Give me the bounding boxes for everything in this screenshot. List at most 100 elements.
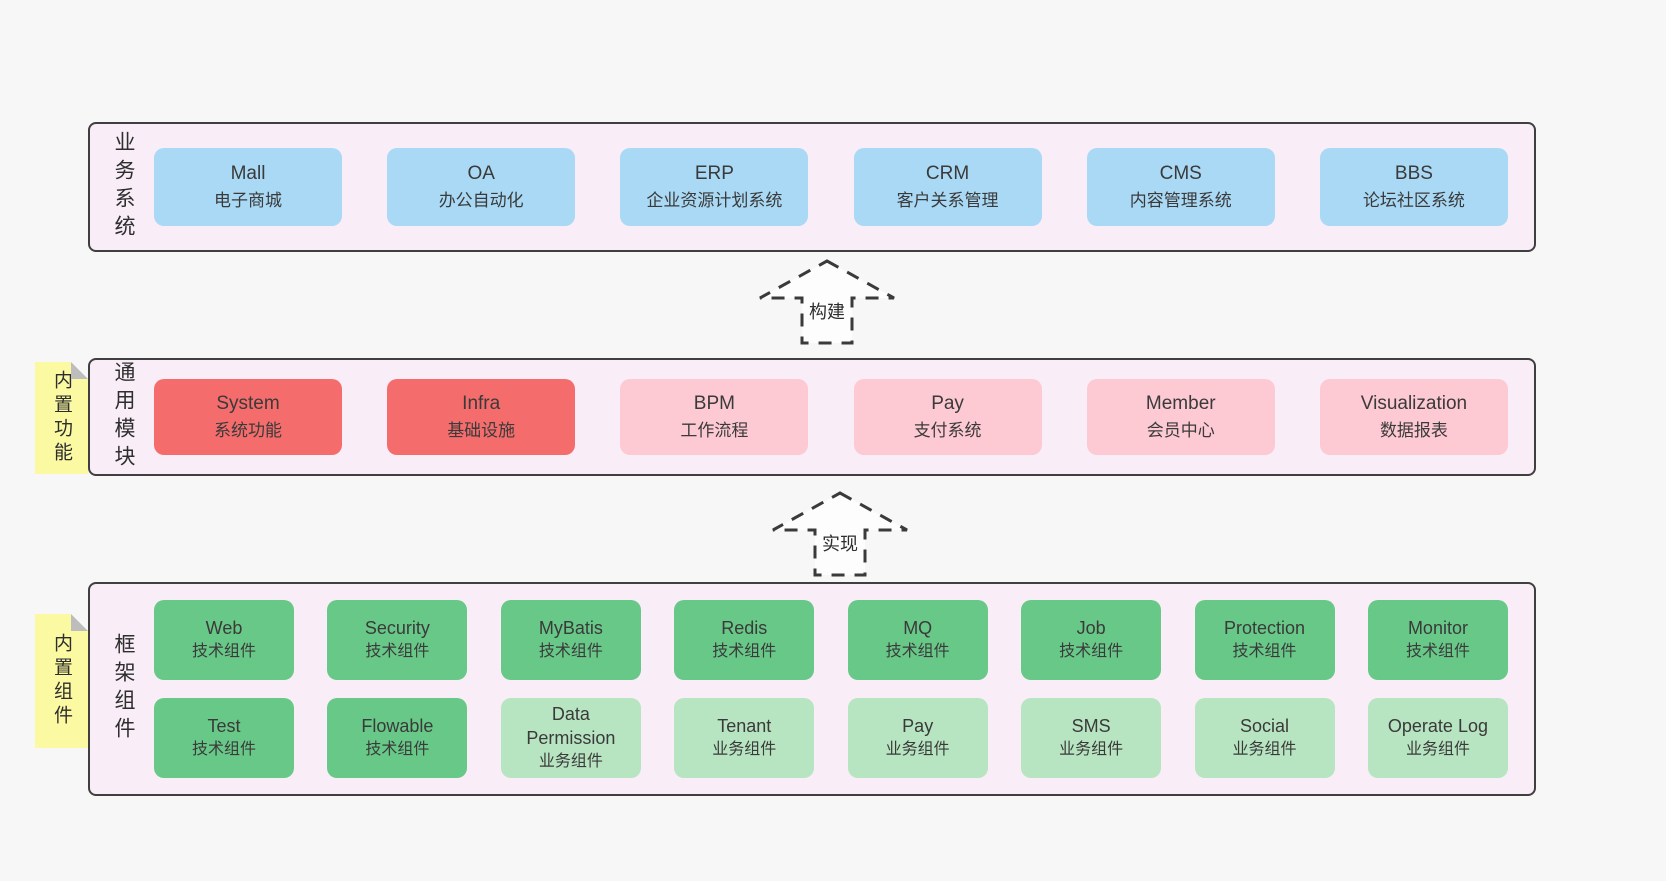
box-sms: SMS 业务组件 (1021, 698, 1162, 778)
box-member-name: Member (1145, 393, 1216, 415)
box-cms: CMS 内容管理系统 (1086, 148, 1275, 226)
box-protection-name: Protection (1224, 617, 1306, 638)
box-flowable-name: Flowable (361, 715, 434, 736)
business-systems-boxes: Mall 电子商城 OA 办公自动化 ERP 企业资源计划系统 CRM 客户关系… (154, 148, 1508, 226)
box-data-permission: Data Permission 业务组件 (500, 698, 641, 778)
band-label-framework-components: 框架组件 (112, 633, 135, 745)
box-pay-component-desc: 业务组件 (885, 741, 950, 759)
box-operate-log: Operate Log 业务组件 (1367, 698, 1508, 778)
box-bpm-desc: 工作流程 (680, 420, 749, 440)
box-test-desc: 技术组件 (191, 741, 256, 759)
box-infra: Infra 基础设施 (387, 379, 576, 455)
box-monitor-desc: 技术组件 (1405, 643, 1470, 661)
box-erp-name: ERP (694, 163, 734, 185)
box-security-desc: 技术组件 (365, 643, 430, 661)
box-web-desc: 技术组件 (191, 643, 256, 661)
build-arrow: 构建 (755, 258, 899, 346)
box-job: Job 技术组件 (1021, 600, 1162, 680)
box-mq-desc: 技术组件 (885, 643, 950, 661)
sticky-note-built-in-components-label: 内置组件 (51, 633, 72, 729)
box-pay-module-name: Pay (931, 393, 964, 415)
box-pay-component: Pay 业务组件 (847, 698, 988, 778)
box-cms-desc: 内容管理系统 (1129, 190, 1232, 210)
sticky-note-built-in-features-label: 内置功能 (51, 370, 72, 466)
box-sms-name: SMS (1071, 715, 1111, 736)
band-business-systems: 业务系统 Mall 电子商城 OA 办公自动化 ERP 企业资源计划系统 CRM… (88, 122, 1536, 252)
box-data-permission-name: Data Permission (526, 704, 616, 748)
box-operate-log-desc: 业务组件 (1405, 741, 1470, 759)
box-bbs-name: BBS (1394, 163, 1433, 185)
box-oa-name: OA (467, 163, 495, 185)
box-monitor: Monitor 技术组件 (1367, 600, 1508, 680)
box-crm: CRM 客户关系管理 (853, 148, 1042, 226)
box-mybatis-name: MyBatis (538, 617, 603, 638)
box-protection-desc: 技术组件 (1232, 643, 1297, 661)
box-bbs-desc: 论坛社区系统 (1362, 190, 1465, 210)
box-erp-desc: 企业资源计划系统 (646, 190, 783, 210)
band-common-modules: 通用模块 System 系统功能 Infra 基础设施 BPM 工作流程 Pay… (88, 358, 1536, 476)
box-data-permission-desc: 业务组件 (538, 752, 603, 770)
common-modules-boxes: System 系统功能 Infra 基础设施 BPM 工作流程 Pay 支付系统… (154, 379, 1508, 455)
box-flowable: Flowable 技术组件 (327, 698, 468, 778)
framework-components-row-2: Test 技术组件 Flowable 技术组件 Data Permission … (154, 698, 1508, 778)
box-tenant: Tenant 业务组件 (674, 698, 815, 778)
box-social: Social 业务组件 (1194, 698, 1335, 778)
framework-components-rows: Web 技术组件 Security 技术组件 MyBatis 技术组件 Redi… (154, 600, 1508, 778)
band-framework-components: 框架组件 Web 技术组件 Security 技术组件 MyBatis 技术组件… (88, 582, 1536, 796)
box-protection: Protection 技术组件 (1194, 600, 1335, 680)
box-security: Security 技术组件 (327, 600, 468, 680)
box-redis-desc: 技术组件 (712, 643, 777, 661)
box-visualization-name: Visualization (1360, 393, 1468, 415)
box-infra-desc: 基础设施 (447, 420, 516, 440)
framework-components-row-1: Web 技术组件 Security 技术组件 MyBatis 技术组件 Redi… (154, 600, 1508, 680)
implement-arrow-label: 实现 (819, 530, 861, 556)
box-social-name: Social (1240, 715, 1290, 736)
box-bpm: BPM 工作流程 (620, 379, 809, 455)
box-tenant-desc: 业务组件 (712, 741, 777, 759)
box-social-desc: 业务组件 (1232, 741, 1297, 759)
build-arrow-label: 构建 (806, 298, 848, 324)
box-test: Test 技术组件 (154, 698, 294, 778)
box-mybatis: MyBatis 技术组件 (500, 600, 641, 680)
sticky-note-built-in-components: 内置组件 (35, 614, 88, 748)
box-system-desc: 系统功能 (214, 420, 282, 440)
box-pay-component-name: Pay (902, 715, 934, 736)
box-crm-name: CRM (925, 163, 970, 185)
box-member: Member 会员中心 (1086, 379, 1275, 455)
box-mall-desc: 电子商城 (214, 190, 282, 210)
box-visualization-desc: 数据报表 (1379, 420, 1448, 440)
box-infra-name: Infra (462, 393, 501, 415)
box-sms-desc: 业务组件 (1059, 741, 1124, 759)
box-mall: Mall 电子商城 (154, 148, 342, 226)
box-tenant-name: Tenant (717, 715, 772, 736)
box-mybatis-desc: 技术组件 (538, 643, 603, 661)
box-system: System 系统功能 (154, 379, 342, 455)
box-pay-module-desc: 支付系统 (913, 420, 982, 440)
sticky-note-built-in-features: 内置功能 (35, 362, 88, 474)
box-visualization: Visualization 数据报表 (1319, 379, 1508, 455)
band-label-business-systems: 业务系统 (112, 131, 135, 243)
box-flowable-desc: 技术组件 (365, 741, 430, 759)
box-web-name: Web (205, 617, 243, 638)
box-redis-name: Redis (721, 617, 768, 638)
box-mall-name: Mall (230, 163, 266, 185)
box-redis: Redis 技术组件 (674, 600, 815, 680)
box-oa: OA 办公自动化 (387, 148, 576, 226)
box-monitor-name: Monitor (1407, 617, 1468, 638)
box-pay-module: Pay 支付系统 (853, 379, 1042, 455)
band-label-common-modules: 通用模块 (112, 361, 135, 473)
box-member-desc: 会员中心 (1146, 420, 1215, 440)
box-mq-name: MQ (903, 617, 933, 638)
box-job-name: Job (1076, 617, 1106, 638)
box-mq: MQ 技术组件 (847, 600, 988, 680)
box-test-name: Test (207, 715, 241, 736)
box-bbs: BBS 论坛社区系统 (1319, 148, 1508, 226)
box-erp: ERP 企业资源计划系统 (620, 148, 809, 226)
box-oa-desc: 办公自动化 (438, 190, 524, 210)
box-crm-desc: 客户关系管理 (896, 190, 999, 210)
box-bpm-name: BPM (693, 393, 735, 415)
box-security-name: Security (364, 617, 430, 638)
box-system-name: System (216, 393, 280, 415)
implement-arrow: 实现 (768, 490, 912, 578)
